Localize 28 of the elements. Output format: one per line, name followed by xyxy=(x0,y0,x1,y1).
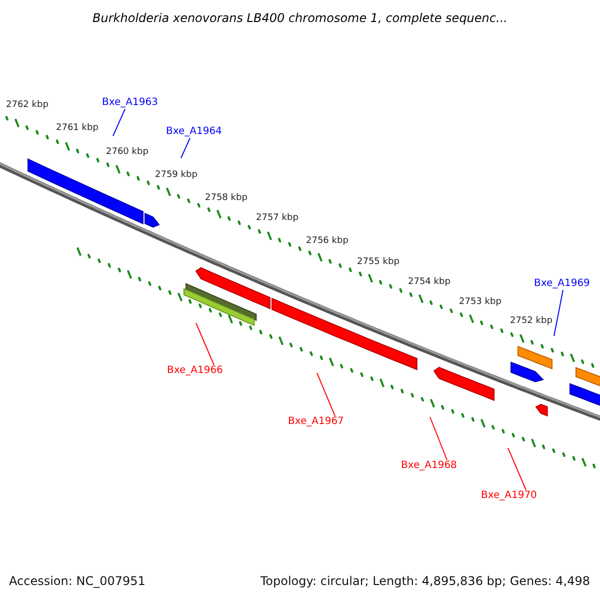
gene-label: Bxe_A1967 xyxy=(288,416,344,428)
gene-label: Bxe_A1970 xyxy=(481,490,537,502)
scale-label: 2757 kbp xyxy=(256,212,298,224)
title: Burkholderia xenovorans LB400 chromosome 1, complete sequenc... xyxy=(92,12,508,24)
gene-label: Bxe_A1969 xyxy=(534,278,590,290)
gene-label: Bxe_A1966 xyxy=(167,365,223,377)
gene-label: Bxe_A1963 xyxy=(102,97,158,109)
scale-label: 2762 kbp xyxy=(6,99,48,111)
scale-label: 2759 kbp xyxy=(155,169,198,181)
scale-label: 2752 kbp xyxy=(510,315,552,327)
scale-label: 2755 kbp xyxy=(357,256,400,268)
leader-line xyxy=(196,322,214,366)
scale-label: 2758 kbp xyxy=(205,192,248,204)
summary-text: Topology: circular; Length: 4,895,836 bp; Genes: 4,498 xyxy=(260,575,590,587)
leader-line xyxy=(112,108,126,136)
accession-text: Accession: NC_007951 xyxy=(9,575,146,587)
scale-label: 2753 kbp xyxy=(459,296,502,308)
gene-label: Bxe_A1968 xyxy=(401,460,457,472)
scale-label: 2754 kbp xyxy=(408,276,450,288)
leader-line xyxy=(316,372,336,416)
gene-label: Bxe_A1964 xyxy=(166,126,222,138)
leader-line xyxy=(430,416,448,460)
leader-line xyxy=(554,290,564,336)
leader-line xyxy=(508,448,526,490)
scale-label: 2760 kbp xyxy=(106,146,148,158)
scale-label: 2761 kbp xyxy=(56,122,98,134)
scale-label: 2756 kbp xyxy=(306,235,348,247)
leader-line xyxy=(180,138,190,158)
